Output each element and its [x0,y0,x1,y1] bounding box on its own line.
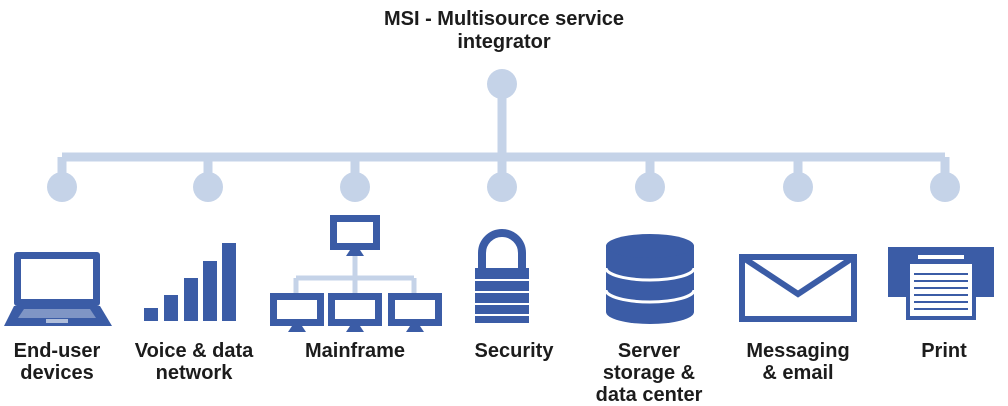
label-mainframe: Mainframe [304,340,406,362]
label-messaging-email: Messaging & email [746,340,850,384]
title-line-2: integrator [457,31,551,53]
label-voice-data-network: Voice & data network [134,340,254,384]
padlock-icon [475,229,529,323]
database-icon [604,234,696,324]
printer-icon [888,247,994,320]
label-print: Print [921,340,967,362]
envelope-icon [739,254,857,322]
diagram-title: MSI - Multisource service integrator [354,8,654,54]
branch-nodes [47,172,960,202]
label-server-storage-data-center: Server storage & data center [595,340,703,406]
label-security: Security [474,340,554,362]
signal-bars-icon [144,243,236,321]
laptop-icon [4,252,112,326]
label-end-user-devices: End-user devices [13,340,101,384]
mainframe-network-icon [270,215,442,332]
connector-tree [47,69,960,202]
title-line-1: MSI - Multisource service [383,8,625,30]
